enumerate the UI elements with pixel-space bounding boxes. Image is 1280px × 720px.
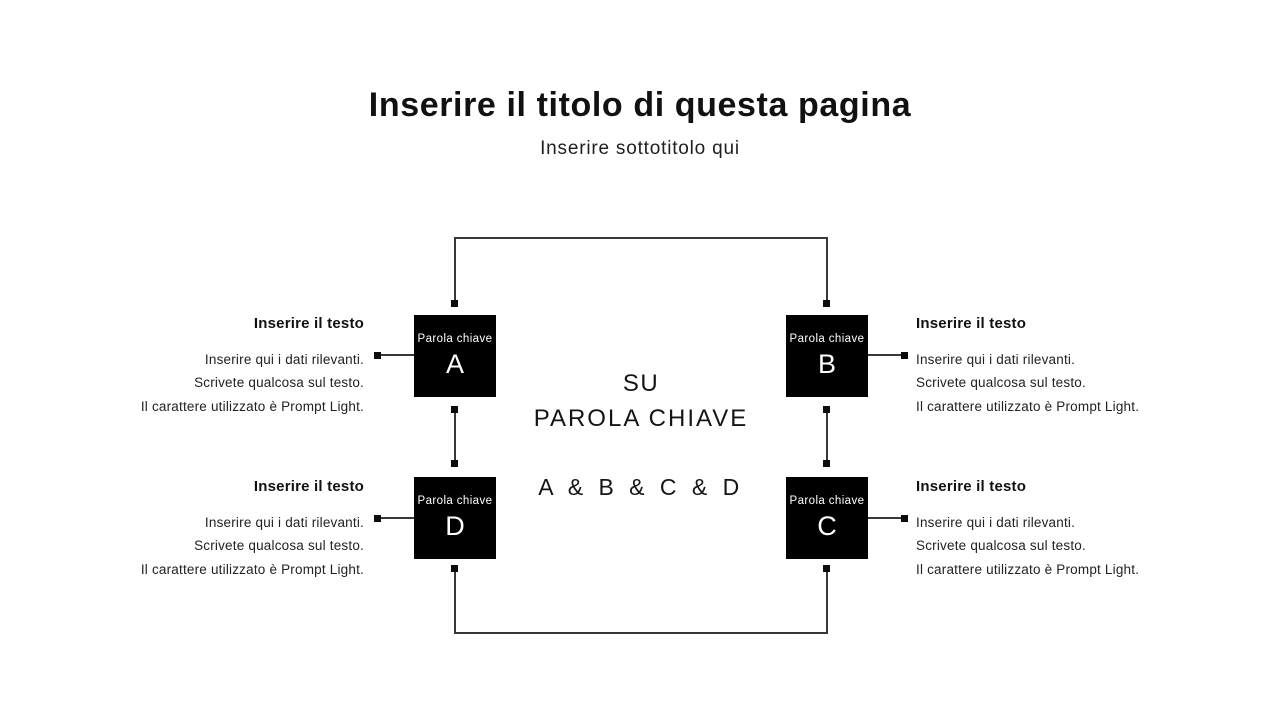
text-block-heading: Inserire il testo xyxy=(253,478,364,495)
arrowhead-square xyxy=(901,352,908,359)
arrow-b-to-text xyxy=(868,354,904,356)
keyword-box-letter: B xyxy=(817,349,836,379)
keyword-box-label: Parola chiave xyxy=(417,495,493,507)
keyword-box-b: Parola chiave B xyxy=(786,315,868,397)
keyword-box-letter: A xyxy=(445,349,464,379)
text-block-line: Inserire qui i dati rilevanti. xyxy=(204,515,364,530)
connector-a-d-vertical xyxy=(454,409,456,465)
connector-bottom-horizontal xyxy=(454,632,828,634)
text-block-top-left: Inserire il testo Inserire qui i dati ri… xyxy=(42,314,364,418)
text-block-line: Scrivete qualcosa sul testo. xyxy=(194,538,364,554)
arrowhead-square xyxy=(374,515,381,522)
arrow-c-to-text xyxy=(868,517,904,519)
text-block-line: Inserire qui i dati rilevanti. xyxy=(916,352,1076,367)
keyword-box-letter: D xyxy=(445,511,465,541)
arrowhead-square xyxy=(451,565,458,572)
keyword-box-label: Parola chiave xyxy=(417,333,493,345)
arrowhead-square xyxy=(823,300,830,307)
keyword-box-letter: C xyxy=(817,511,837,541)
text-block-heading: Inserire il testo xyxy=(916,315,1027,332)
page-title: Inserire il titolo di questa pagina xyxy=(368,86,912,124)
arrowhead-square xyxy=(451,460,458,467)
keyword-box-a: Parola chiave A xyxy=(414,315,496,397)
connector-bottom-right-vertical xyxy=(826,569,828,634)
text-block-line: Il carattere utilizzato è Prompt Light. xyxy=(140,398,364,414)
arrowhead-square xyxy=(451,300,458,307)
text-block-line: Scrivete qualcosa sul testo. xyxy=(916,538,1086,554)
connector-top-right-vertical xyxy=(826,237,828,302)
arrow-d-to-text xyxy=(378,517,414,519)
connector-top-horizontal xyxy=(454,237,828,239)
text-block-line: Inserire qui i dati rilevanti. xyxy=(916,515,1076,530)
text-block-line: Il carattere utilizzato è Prompt Light. xyxy=(916,561,1140,577)
text-block-bottom-right: Inserire il testo Inserire qui i dati ri… xyxy=(916,477,1238,581)
arrowhead-square xyxy=(823,406,830,413)
arrowhead-square xyxy=(823,565,830,572)
text-block-line: Inserire qui i dati rilevanti. xyxy=(204,352,364,367)
connector-b-c-vertical xyxy=(826,409,828,465)
text-block-heading: Inserire il testo xyxy=(916,478,1027,495)
text-block-top-right: Inserire il testo Inserire qui i dati ri… xyxy=(916,314,1238,418)
arrow-a-to-text xyxy=(378,354,414,356)
text-block-line: Scrivete qualcosa sul testo. xyxy=(916,375,1086,391)
center-formula: A & B & C & D xyxy=(538,474,744,500)
text-block-bottom-left: Inserire il testo Inserire qui i dati ri… xyxy=(42,477,364,581)
text-block-line: Il carattere utilizzato è Prompt Light. xyxy=(140,561,364,577)
keyword-box-c: Parola chiave C xyxy=(786,477,868,559)
center-line-1: SU xyxy=(622,370,660,397)
keyword-box-label: Parola chiave xyxy=(789,495,865,507)
text-block-heading: Inserire il testo xyxy=(253,315,364,332)
arrowhead-square xyxy=(374,352,381,359)
arrowhead-square xyxy=(901,515,908,522)
page-subtitle: Inserire sottotitolo qui xyxy=(540,138,740,159)
center-keyword-text: SU PAROLA CHIAVE A & B & C & D xyxy=(441,369,841,501)
center-line-2: PAROLA CHIAVE xyxy=(533,405,749,432)
text-block-line: Scrivete qualcosa sul testo. xyxy=(194,375,364,391)
connector-bottom-left-vertical xyxy=(454,569,456,634)
arrowhead-square xyxy=(451,406,458,413)
connector-top-left-vertical xyxy=(454,237,456,302)
keyword-box-label: Parola chiave xyxy=(789,333,865,345)
arrowhead-square xyxy=(823,460,830,467)
text-block-line: Il carattere utilizzato è Prompt Light. xyxy=(916,398,1140,414)
keyword-box-d: Parola chiave D xyxy=(414,477,496,559)
